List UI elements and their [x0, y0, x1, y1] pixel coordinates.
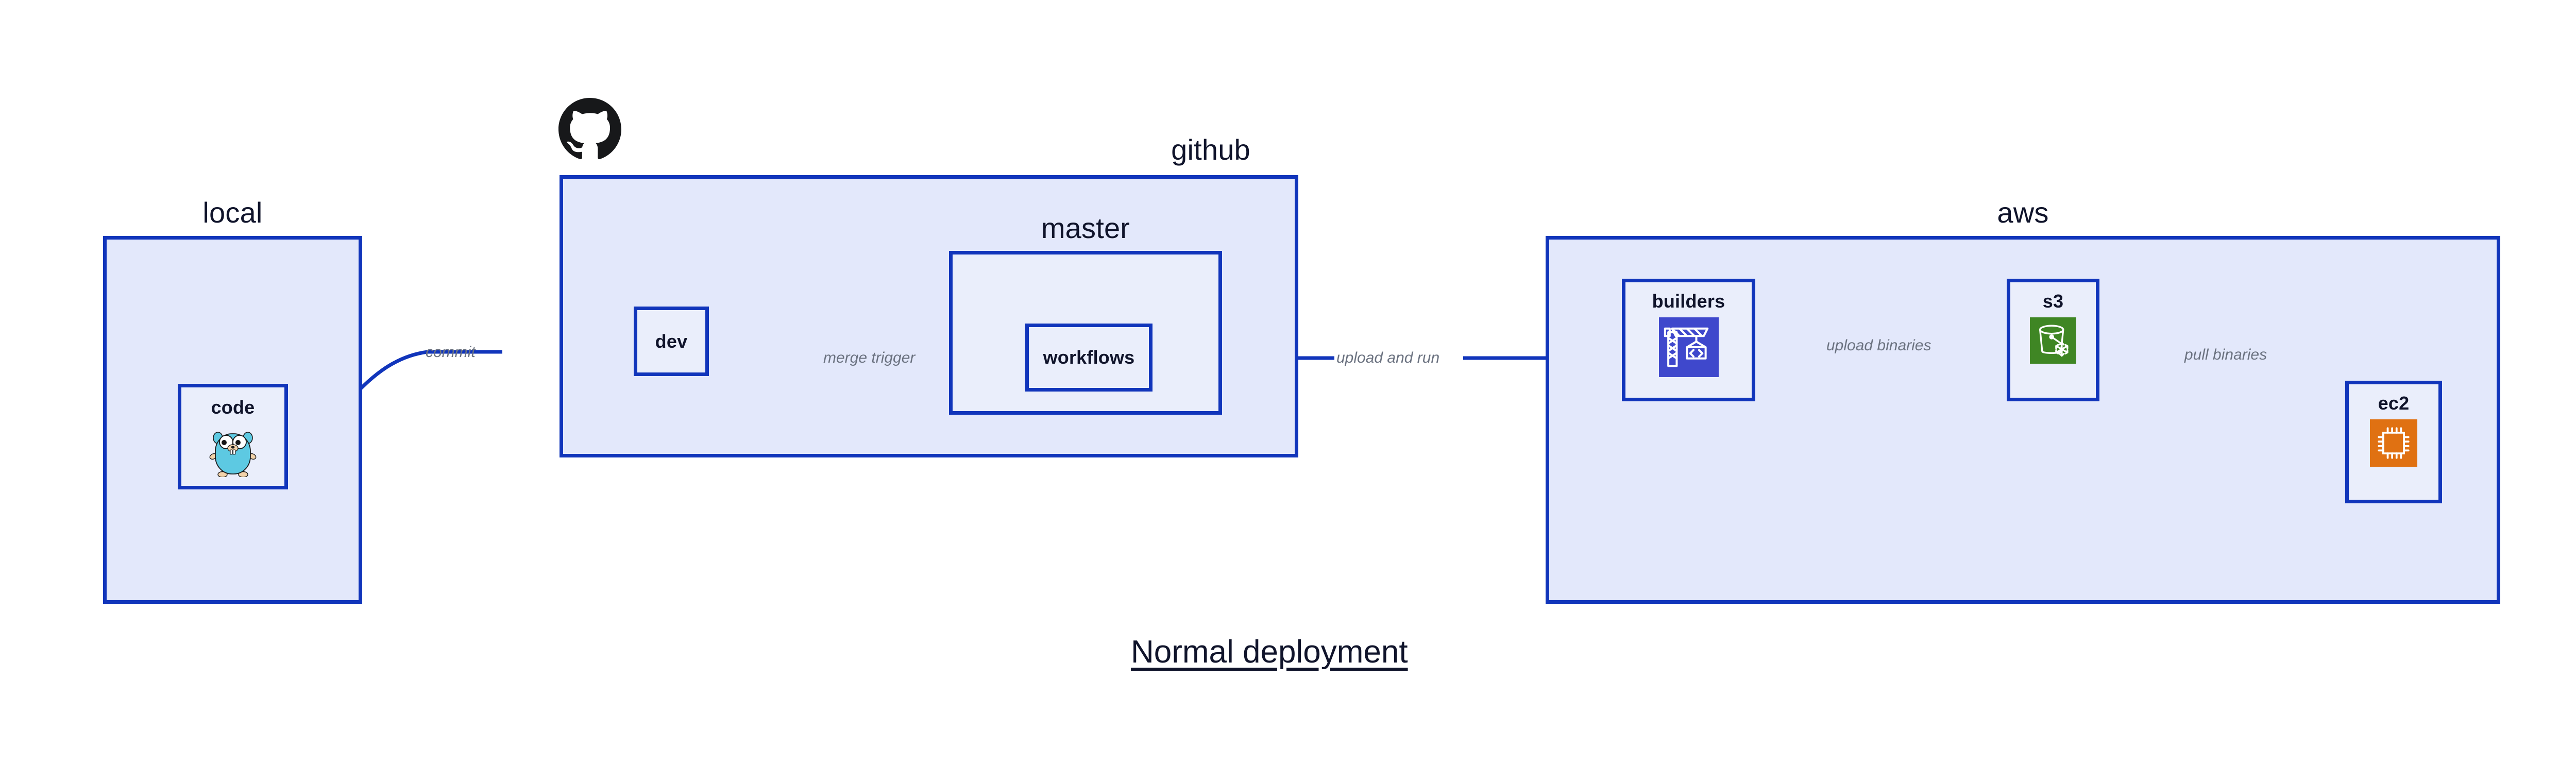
node-label-s3: s3: [2042, 291, 2064, 312]
node-label-code: code: [211, 397, 255, 418]
go-gopher-icon: [208, 426, 258, 480]
node-builders[interactable]: builders: [1622, 279, 1755, 401]
aws-codebuild-icon: [1658, 317, 1719, 380]
node-workflows[interactable]: workflows: [1025, 324, 1153, 392]
edge-label-upload-binaries: upload binaries: [1826, 337, 1931, 354]
node-label-ec2: ec2: [2378, 393, 2410, 414]
subgroup-label-master: master: [1041, 212, 1130, 244]
node-code[interactable]: code: [178, 384, 288, 489]
edge-label-commit: commit: [426, 344, 476, 361]
aws-s3-glacier-icon: [2030, 317, 2076, 366]
node-label-dev: dev: [655, 330, 688, 352]
aws-ec2-chip-icon: [2370, 419, 2417, 469]
group-label-github: github: [1171, 133, 1250, 166]
node-label-builders: builders: [1652, 291, 1725, 312]
group-label-aws: aws: [1997, 196, 2049, 229]
node-label-workflows: workflows: [1043, 347, 1135, 368]
node-s3[interactable]: s3: [2007, 279, 2099, 401]
node-dev[interactable]: dev: [634, 307, 709, 376]
github-octocat-icon: [558, 98, 621, 163]
diagram-title: Normal deployment: [1131, 634, 1408, 670]
edge-label-merge-trigger: merge trigger: [823, 349, 916, 366]
edge-label-upload-and-run: upload and run: [1336, 349, 1440, 366]
edge-label-pull-binaries: pull binaries: [2184, 346, 2267, 363]
group-label-local: local: [202, 196, 263, 229]
node-ec2[interactable]: ec2: [2345, 381, 2442, 503]
